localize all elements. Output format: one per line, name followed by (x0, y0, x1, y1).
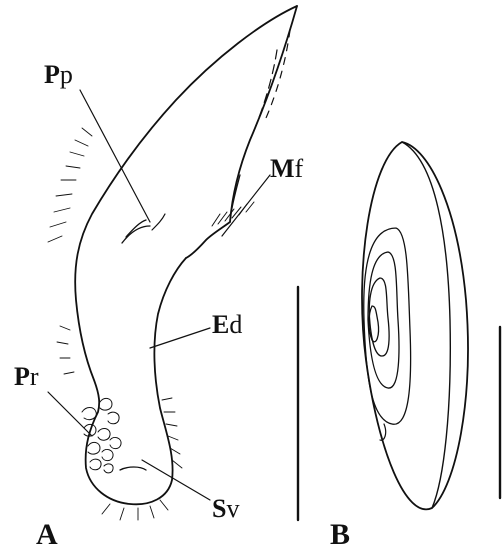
label-pp: Pp (44, 62, 73, 88)
wrinkle-2 (126, 220, 146, 237)
setae-left (48, 128, 92, 374)
spiral-inner (369, 278, 389, 356)
leader-pp (80, 90, 150, 222)
seminal-vesicle-line (120, 467, 146, 470)
membrane-dash (250, 50, 277, 140)
setae-right (102, 398, 182, 520)
leader-pr (48, 392, 92, 436)
wrinkle (122, 226, 150, 243)
panel-label-b: B (330, 520, 350, 550)
label-pr: Pr (14, 364, 39, 390)
inner-outline (186, 6, 297, 258)
spiral-mid (368, 252, 399, 388)
leader-mf (222, 175, 270, 236)
leader-ed (150, 328, 210, 348)
panel-a-drawing (48, 6, 297, 520)
label-sv: Sv (212, 496, 239, 522)
panel-label-a: A (36, 520, 58, 550)
label-ed: Ed (212, 312, 242, 338)
leader-lines (48, 90, 270, 500)
panel-b-drawing (362, 142, 468, 509)
leader-sv (142, 460, 210, 500)
inner-fold (230, 175, 240, 220)
label-mf: Mf (270, 156, 303, 182)
prostate-cluster (82, 398, 121, 473)
wrinkle-3 (152, 214, 165, 230)
